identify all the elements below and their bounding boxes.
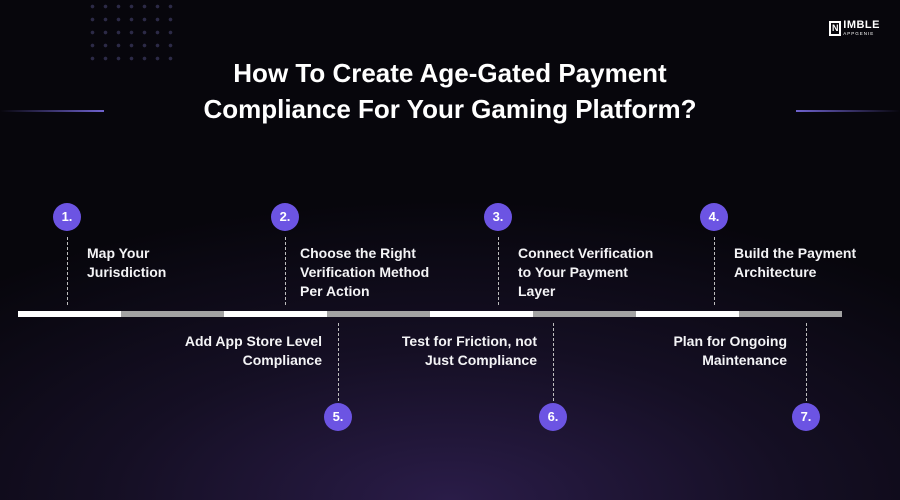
step-1-badge: 1. (53, 203, 81, 231)
step-5-connector (338, 323, 339, 401)
logo-tagline: APPGENIE (843, 31, 875, 36)
step-6-label-line: Just Compliance (424, 352, 537, 368)
step-4-badge: 4. (700, 203, 728, 231)
logo-name: IMBLE (843, 19, 880, 31)
step-2-badge: 2. (271, 203, 299, 231)
page-title: How To Create Age-Gated Payment Complian… (0, 55, 900, 127)
step-2-label-line: Verification Method (300, 264, 430, 280)
step-7-label: Plan for Ongoing Maintenance (673, 332, 787, 370)
step-1-connector (67, 237, 68, 305)
step-4-label: Build the Payment Architecture (734, 244, 856, 282)
step-7-label-line: Maintenance (702, 352, 787, 368)
timeline-segment (327, 311, 430, 317)
timeline-segment (739, 311, 842, 317)
timeline-segment (224, 311, 327, 317)
step-3-label-line: Layer (518, 283, 556, 299)
step-7-label-line: Plan for Ongoing (673, 333, 787, 349)
title-line-1: How To Create Age-Gated Payment (233, 58, 667, 88)
step-4-label-line: Build the Payment (734, 245, 857, 261)
left-accent-line (0, 110, 104, 112)
step-2-label-line: Choose the Right (300, 245, 416, 261)
timeline-bar (18, 311, 842, 317)
step-2-label-line: Per Action (300, 283, 370, 299)
logo-text: IMBLE APPGENIE (843, 20, 880, 37)
step-2-label: Choose the Right Verification Method Per… (300, 244, 429, 301)
step-5-label-line: Compliance (242, 352, 322, 368)
step-1-label: Map Your Jurisdiction (87, 244, 166, 282)
step-5-label-line: Add App Store Level (184, 333, 322, 349)
brand-logo: N IMBLE APPGENIE (829, 20, 880, 37)
title-line-2: Compliance For Your Gaming Platform? (203, 94, 697, 124)
step-3-connector (498, 237, 499, 305)
step-2-connector (285, 237, 286, 305)
dot-grid-decoration (86, 0, 176, 62)
step-6-connector (553, 323, 554, 401)
step-7-badge: 7. (792, 403, 820, 431)
timeline-segment (18, 311, 121, 317)
step-5-badge: 5. (324, 403, 352, 431)
step-5-label: Add App Store Level Compliance (185, 332, 322, 370)
step-3-label-line: to Your Payment (518, 264, 628, 280)
step-1-label-line: Map Your (87, 245, 150, 261)
timeline-segment (430, 311, 533, 317)
right-accent-line (796, 110, 900, 112)
step-3-label-line: Connect Verification (518, 245, 654, 261)
step-1-label-line: Jurisdiction (87, 264, 167, 280)
timeline-segment (533, 311, 636, 317)
timeline-segment (636, 311, 739, 317)
step-6-label-line: Test for Friction, not (401, 333, 537, 349)
step-6-badge: 6. (539, 403, 567, 431)
step-6-label: Test for Friction, not Just Compliance (402, 332, 537, 370)
step-3-label: Connect Verification to Your Payment Lay… (518, 244, 653, 301)
logo-mark-icon: N (829, 20, 842, 36)
step-4-connector (714, 237, 715, 305)
step-3-badge: 3. (484, 203, 512, 231)
timeline-segment (121, 311, 224, 317)
step-4-label-line: Architecture (734, 264, 817, 280)
step-7-connector (806, 323, 807, 401)
